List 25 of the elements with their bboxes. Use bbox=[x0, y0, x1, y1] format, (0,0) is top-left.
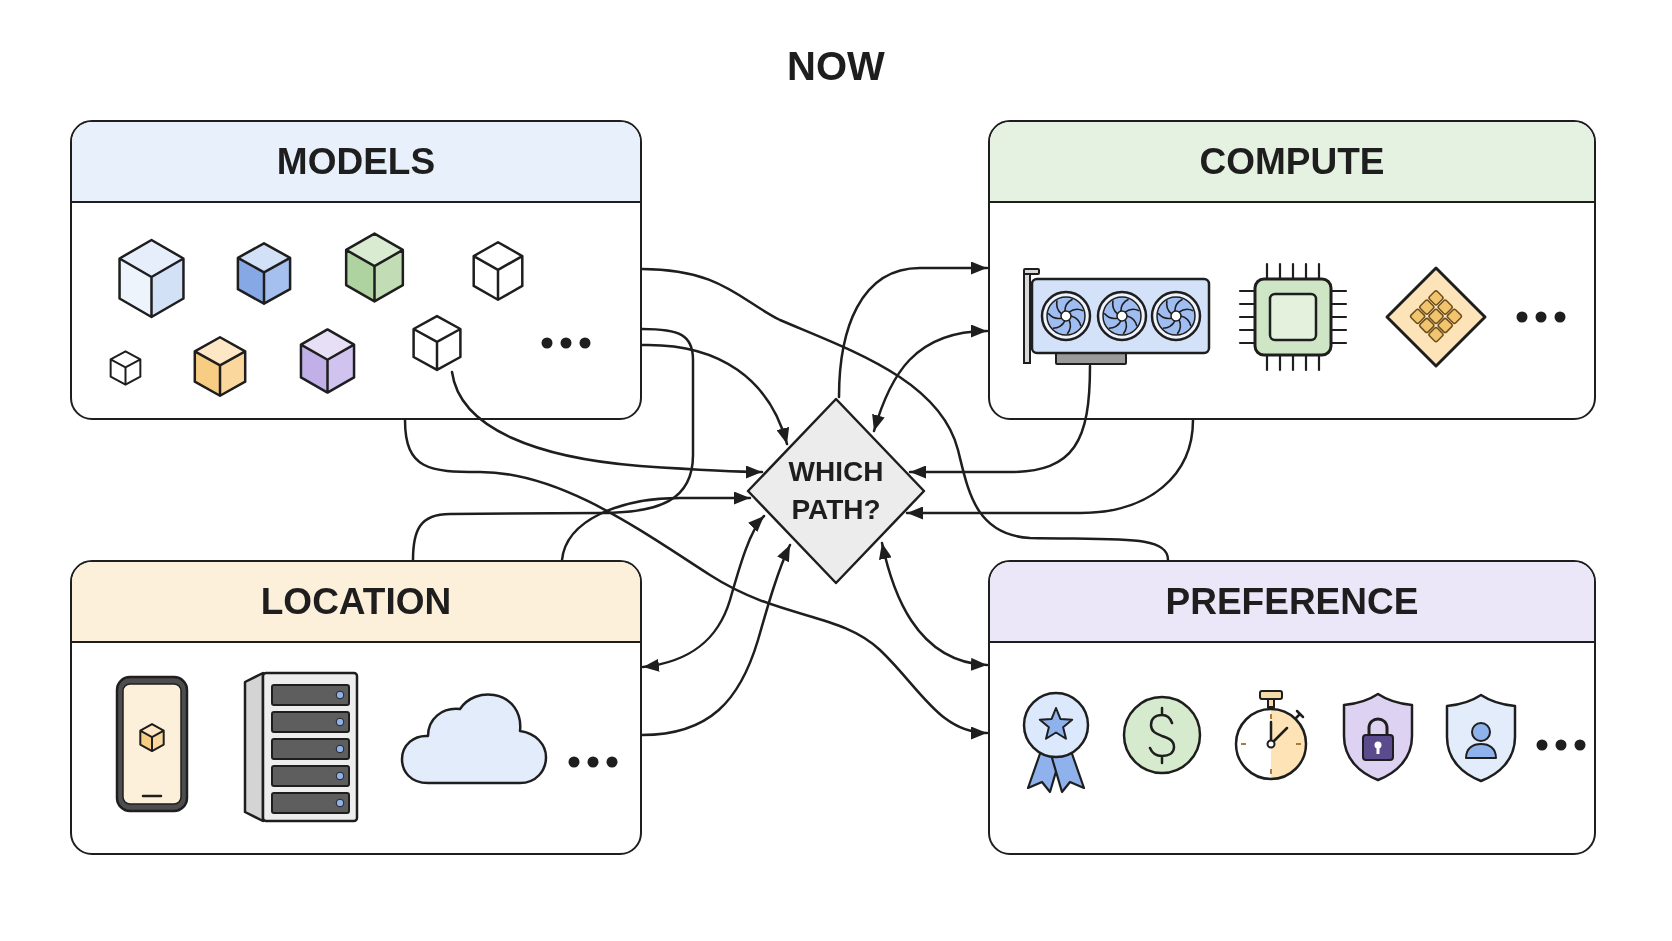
panel-title: MODELS bbox=[276, 140, 436, 183]
connector-line bbox=[640, 267, 1170, 562]
arrow bbox=[450, 370, 764, 479]
panel-title: COMPUTE bbox=[1199, 140, 1385, 183]
arrow bbox=[908, 364, 1092, 479]
cube-icon bbox=[410, 313, 463, 372]
decision-label: WHICH PATH? bbox=[787, 455, 885, 527]
arrow bbox=[837, 261, 989, 399]
category-panel bbox=[70, 560, 642, 855]
category-panel bbox=[988, 560, 1596, 855]
category-panel bbox=[70, 120, 642, 420]
double-headed-arrow bbox=[879, 541, 989, 670]
arrow bbox=[640, 543, 792, 737]
arrow bbox=[560, 491, 752, 562]
arrow bbox=[640, 343, 789, 446]
diagram-title: NOW bbox=[787, 43, 885, 90]
double-headed-arrow bbox=[641, 514, 766, 672]
double-headed-arrow bbox=[872, 325, 989, 433]
category-panel bbox=[988, 120, 1596, 420]
panel-title: PREFERENCE bbox=[1165, 580, 1419, 623]
connector-line bbox=[411, 327, 695, 562]
arrow bbox=[403, 418, 989, 739]
arrow bbox=[905, 418, 1195, 520]
panel-title: LOCATION bbox=[260, 580, 452, 623]
decision-diamond bbox=[745, 396, 927, 586]
